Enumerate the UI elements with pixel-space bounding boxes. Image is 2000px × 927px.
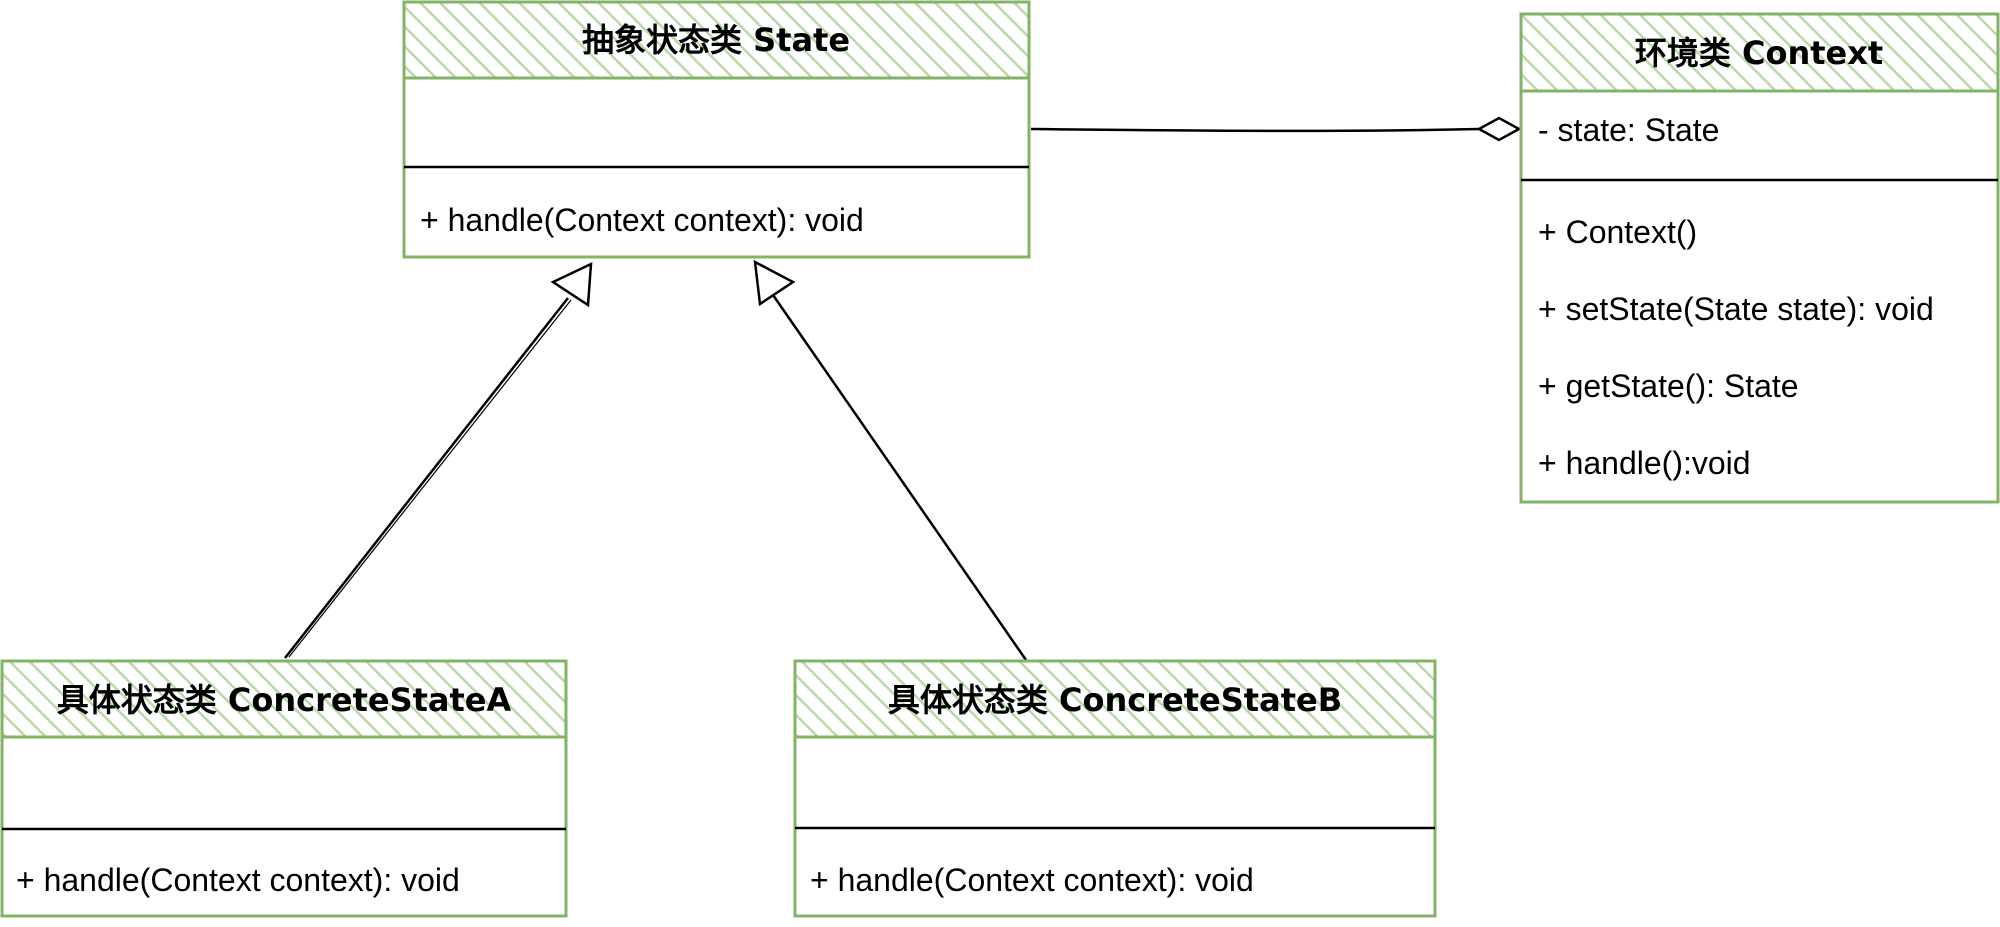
class-context-header: [1519, 12, 2000, 93]
class-state[interactable]: 抽象状态类 State + handle(Context context): v…: [402, 0, 1031, 259]
class-context-operation-2: + setState(State state): void: [1538, 291, 1934, 327]
generalization-arrowhead-b: [753, 259, 796, 307]
class-context-operation-4: + handle():void: [1538, 445, 1751, 481]
class-context-body: [1519, 12, 2000, 504]
aggregation-context-state: [1030, 116, 1522, 142]
generalization-arrowhead-a: [550, 261, 593, 308]
class-concrete-state-a-name: 具体状态类 ConcreteStateA: [57, 681, 512, 719]
class-state-name: 抽象状态类 State: [582, 21, 850, 59]
class-concrete-state-b-operation-1: + handle(Context context): void: [810, 862, 1254, 898]
generalization-line-a: [284, 297, 569, 659]
class-concrete-state-a-operation-1: + handle(Context context): void: [16, 862, 460, 898]
class-context-operation-1: + Context(): [1538, 214, 1697, 250]
class-context-name: 环境类 Context: [1635, 34, 1883, 72]
aggregation-line: [1030, 127, 1480, 133]
generalization-line-b: [771, 294, 1028, 661]
class-context[interactable]: 环境类 Context - state: State + Context() +…: [1519, 12, 2000, 504]
aggregation-diamond: [1476, 116, 1522, 142]
class-concrete-state-a-header: [0, 659, 568, 739]
class-concrete-state-a[interactable]: 具体状态类 ConcreteStateA + handle(Context co…: [0, 659, 568, 918]
class-concrete-state-b-header: [793, 659, 1437, 739]
generalization-concrete-a-state: [284, 261, 593, 659]
generalization-concrete-b-state: [753, 259, 1028, 661]
class-state-header: [402, 0, 1031, 80]
class-concrete-state-b-name: 具体状态类 ConcreteStateB: [888, 681, 1342, 719]
class-context-operation-3: + getState(): State: [1538, 368, 1799, 404]
class-concrete-state-b[interactable]: 具体状态类 ConcreteStateB + handle(Context co…: [793, 659, 1437, 918]
class-context-attribute-1: - state: State: [1538, 112, 1719, 148]
class-state-operation-1: + handle(Context context): void: [420, 202, 864, 238]
